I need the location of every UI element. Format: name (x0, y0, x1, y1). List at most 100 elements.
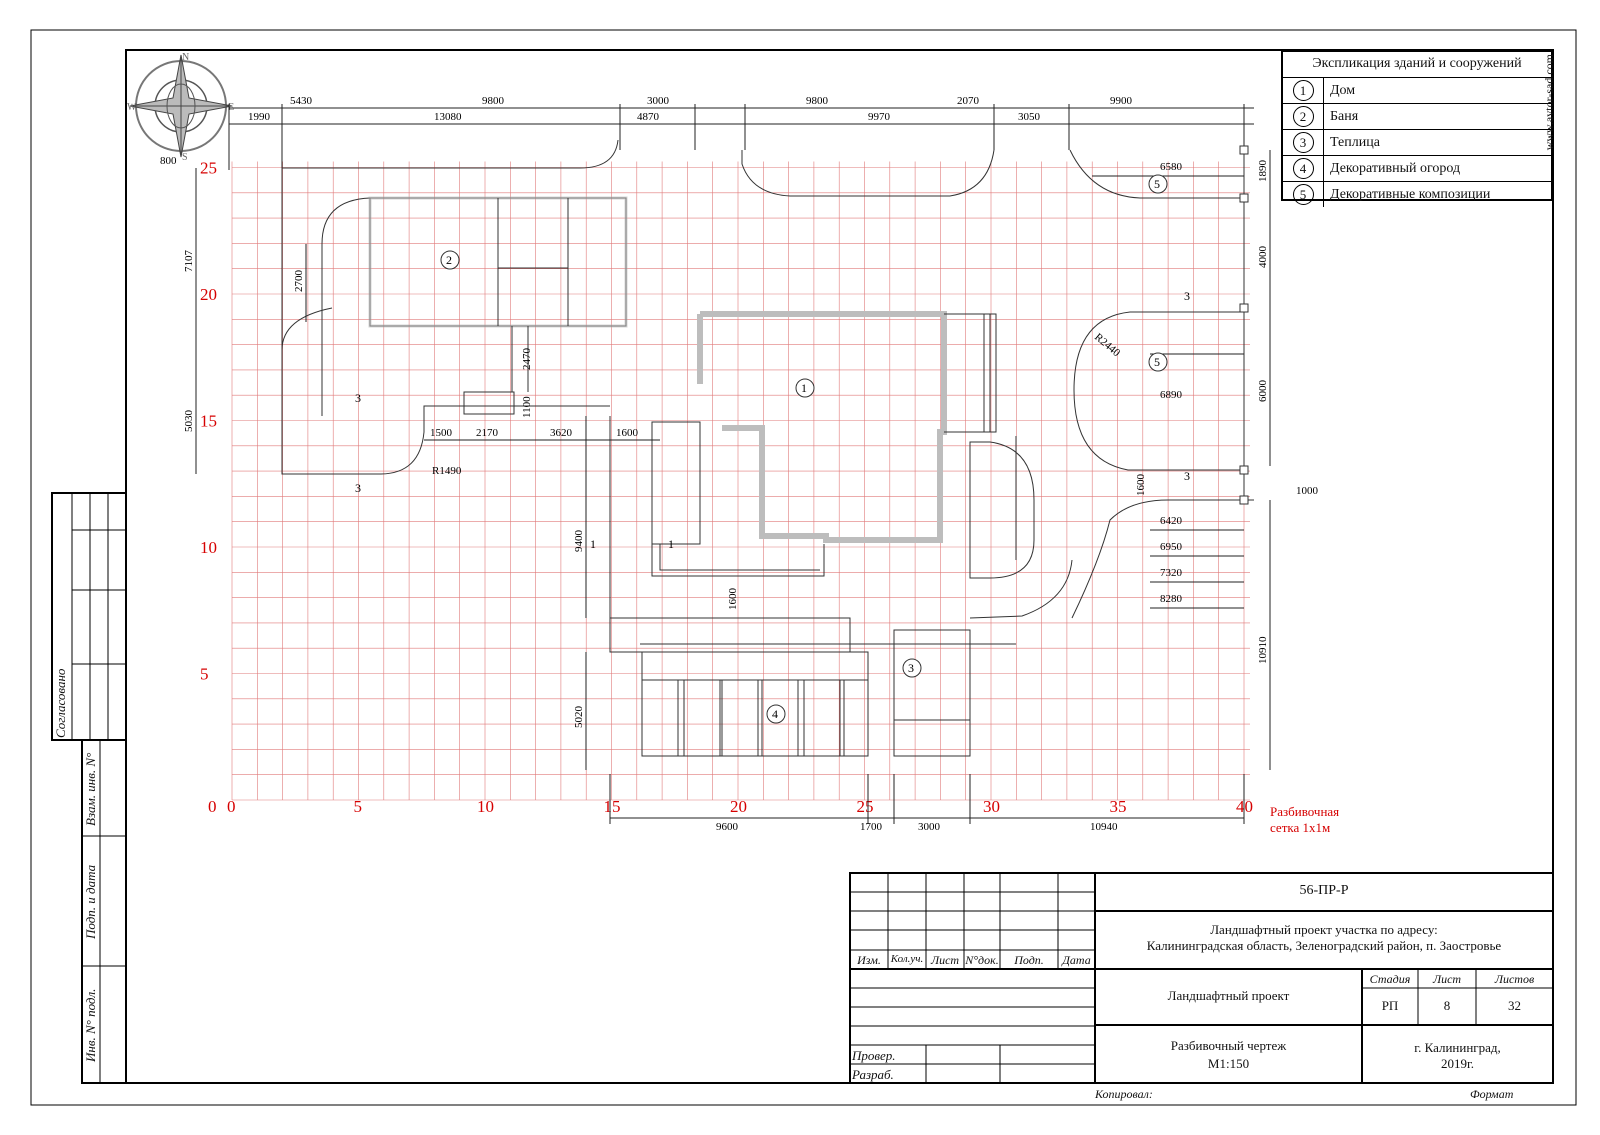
grid-x-label: 10 (477, 797, 494, 816)
dim-m-1500: 1500 (430, 427, 453, 439)
dim-r-10910: 10910 (1257, 636, 1269, 664)
dim-top-9800a: 9800 (482, 95, 505, 107)
dim-b-3000: 3000 (918, 821, 941, 833)
dim-left-2700: 2700 (293, 270, 305, 293)
legend-label: Дом (1330, 82, 1356, 98)
website-label: www.avtor-sad.com (1542, 54, 1556, 151)
bottom-dimension-lines (609, 774, 1245, 824)
tb-drawing-line2: М1:150 (1207, 1056, 1250, 1071)
middle-dimension-line (424, 175, 1244, 609)
outer-border (30, 29, 1577, 1106)
marker-1a: 1 (590, 537, 596, 551)
radius-r2440: R2440 (1092, 331, 1123, 359)
plan-label-comp2: 5 (1154, 355, 1160, 369)
dim-top-2070: 2070 (957, 95, 980, 107)
marker-1b: 1 (668, 537, 674, 551)
grid-y-label: 10 (200, 538, 217, 557)
compass-s: S (182, 152, 188, 163)
legend-row: 4 Декоративный огород (1283, 156, 1551, 182)
grid-y-label: 0 (208, 797, 217, 816)
radius-r1490: R1490 (432, 465, 462, 477)
compass-scale-note: 800 (160, 155, 177, 167)
legend-label: Декоративный огород (1330, 160, 1461, 176)
dim-top-3000: 3000 (647, 95, 670, 107)
grid-x-label: 5 (354, 797, 363, 816)
tb-col-data: Дата (1062, 953, 1091, 967)
tb-sheets: 32 (1508, 998, 1521, 1013)
legend-row: 2 Баня (1283, 104, 1551, 130)
tb-hdr-sheets: Листов (1494, 972, 1535, 986)
stamp-inv-orig: Инв. N° подл. (83, 988, 98, 1062)
top-dimension-lines (228, 104, 1254, 170)
tb-col-izm: Изм. (857, 953, 881, 967)
plan-label-greenhouse: 3 (908, 661, 914, 675)
tb-hdr-stage: Стадия (1369, 972, 1411, 986)
dim-left-5030: 5030 (183, 410, 195, 433)
grid-note-1: Разбивочная (1270, 804, 1339, 819)
grid-y-label: 20 (200, 285, 217, 304)
tb-role-checked: Провер. (852, 1048, 896, 1063)
grid-x-label: 20 (730, 797, 747, 816)
grid-x-label: 30 (983, 797, 1000, 816)
tb-city-line1: г. Калининград, (1414, 1040, 1501, 1055)
dim-top-3050: 3050 (1018, 111, 1041, 123)
dim-left-7107: 7107 (183, 250, 195, 273)
plan-label-garden: 4 (772, 707, 778, 721)
dim-v-9400: 9400 (573, 530, 585, 553)
dim-b-10940: 10940 (1090, 821, 1118, 833)
legend-num: 4 (1292, 158, 1314, 179)
legend-title: Экспликация зданий и сооружений (1283, 52, 1551, 78)
dim-b-1700: 1700 (860, 821, 883, 833)
dim-rs-6950: 6950 (1160, 541, 1183, 553)
top-dimension-values: 5430 9800 3000 9800 2070 9900 1990 13080… (248, 95, 1133, 123)
compass-rose-icon: N W E S (127, 52, 234, 163)
stamp-inv-replace: Взам. инв. N° (83, 752, 98, 826)
dim-r-4000: 4000 (1257, 246, 1269, 269)
dim-top-9800b: 9800 (806, 95, 829, 107)
tb-col-list: Лист (930, 953, 960, 967)
dim-rs-6420: 6420 (1160, 515, 1183, 527)
grid-x-label: 0 (227, 797, 236, 816)
compass-w: W (127, 102, 137, 113)
dim-v-5020: 5020 (573, 706, 585, 729)
dim-rs-8280: 8280 (1160, 593, 1183, 605)
plan-label-house: 1 (801, 381, 807, 395)
dim-top-13080: 13080 (434, 111, 462, 123)
legend-num: 2 (1292, 106, 1314, 127)
legend-num: 5 (1292, 184, 1314, 205)
grid-x-label: 15 (604, 797, 621, 816)
dim-m-2170: 2170 (476, 427, 499, 439)
tb-hdr-sheet: Лист (1432, 972, 1462, 986)
dim-v-1100: 1100 (521, 396, 533, 418)
dim-top-4870: 4870 (637, 111, 660, 123)
legend-num: 3 (1292, 132, 1314, 153)
legend-row: 5 Декоративные композиции (1283, 182, 1551, 207)
dim-v-2470: 2470 (521, 348, 533, 371)
grid-y-label: 25 (200, 159, 217, 178)
tb-col-podp: Подп. (1014, 953, 1044, 967)
tb-project-line2: Калининградская область, Зеленоградский … (1146, 938, 1502, 953)
tb-col-ndok: N°док. (965, 953, 999, 967)
compass-n: N (182, 52, 189, 63)
dim-rs-1000: 1000 (1296, 485, 1319, 497)
stamp-agreed: Согласовано (53, 668, 68, 738)
bottom-dimension-values: 9600 1700 3000 10940 (716, 821, 1118, 833)
grid-y-label: 15 (200, 412, 217, 431)
legend-label: Баня (1330, 108, 1359, 124)
tb-sheet: 8 (1443, 998, 1451, 1013)
vertical-dimension-values: 7107 2700 5030 2470 1100 9400 1600 5020 … (183, 160, 1269, 729)
plan-label-comp1: 5 (1154, 177, 1160, 191)
plan-outlines (281, 139, 1254, 757)
tb-format: Формат (1470, 1087, 1514, 1101)
marker-3d: 3 (1184, 469, 1190, 483)
legend-label: Декоративные композиции (1330, 186, 1491, 202)
tb-col-koluch: Кол.уч. (890, 953, 924, 965)
dim-rs-6890: 6890 (1160, 389, 1183, 401)
stamp-sign-date: Подп. и дата (83, 864, 98, 940)
marker-3b: 3 (355, 481, 361, 495)
dim-r-6000: 6000 (1257, 380, 1269, 403)
